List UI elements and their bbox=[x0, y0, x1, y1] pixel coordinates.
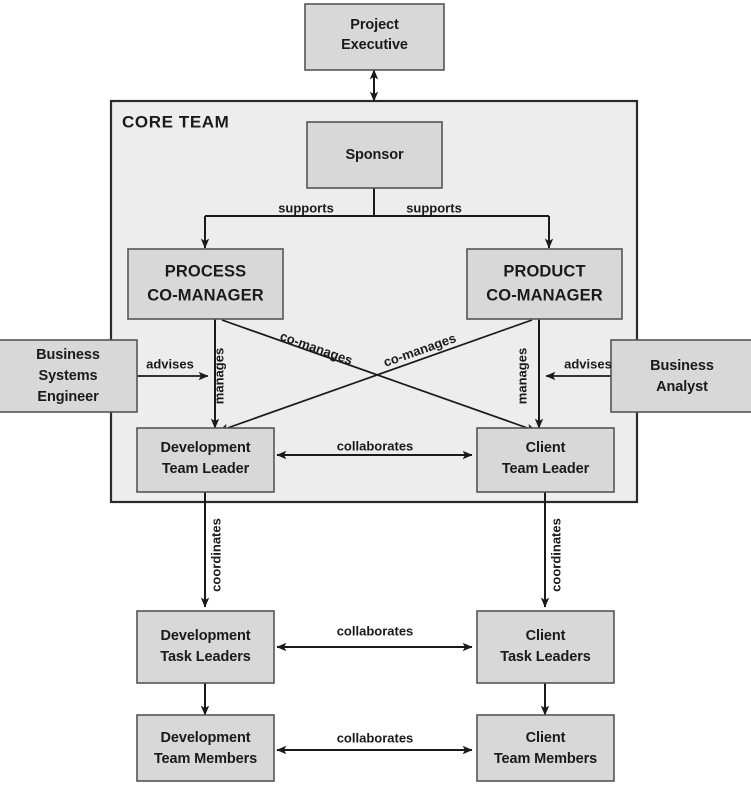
client-task-leaders-label-line2: Task Leaders bbox=[500, 649, 590, 665]
business-analyst-box[interactable] bbox=[610, 339, 751, 413]
edge-label-coordinates-right: coordinates bbox=[548, 518, 563, 592]
core-team-panel-title: CORE TEAM bbox=[122, 112, 229, 131]
development-task-leaders-label-line2: Task Leaders bbox=[160, 649, 250, 665]
development-team-members-label-line2: Team Members bbox=[154, 751, 257, 767]
node-business-systems-engineer[interactable]: Business Systems Engineer bbox=[0, 339, 138, 413]
edge-label-collaborates-leaders: collaborates bbox=[337, 438, 414, 453]
business-systems-engineer-box[interactable] bbox=[0, 339, 138, 413]
edge-label-supports-left: supports bbox=[278, 200, 334, 215]
edge-label-coordinates-left: coordinates bbox=[208, 518, 223, 592]
business-systems-engineer-label-line2: Systems bbox=[39, 368, 98, 384]
product-co-manager-box[interactable] bbox=[466, 248, 623, 320]
node-process-co-manager[interactable]: PROCESS CO-MANAGER bbox=[127, 248, 284, 320]
edge-label-collaborates-task-leaders: collaborates bbox=[337, 623, 414, 638]
business-systems-engineer-label-line1: Business bbox=[36, 347, 100, 363]
edge-label-advises-right: advises bbox=[564, 356, 612, 371]
business-analyst-label-line2: Analyst bbox=[656, 379, 708, 395]
project-executive-box[interactable] bbox=[304, 3, 445, 71]
node-project-executive[interactable]: Project Executive bbox=[304, 3, 445, 71]
connector-process-comanages-clientleader bbox=[221, 319, 537, 432]
client-team-members-label-line2: Team Members bbox=[494, 751, 597, 767]
development-team-members-box[interactable] bbox=[136, 714, 275, 782]
connector-comanages-down-right bbox=[221, 319, 537, 432]
product-co-manager-label-line1: PRODUCT bbox=[503, 262, 585, 280]
product-co-manager-label-line2: CO-MANAGER bbox=[486, 286, 603, 304]
node-development-team-leader[interactable]: Development Team Leader bbox=[136, 427, 275, 493]
process-co-manager-label-line1: PROCESS bbox=[165, 262, 246, 280]
client-team-leader-label-line1: Client bbox=[526, 440, 566, 456]
node-product-co-manager[interactable]: PRODUCT CO-MANAGER bbox=[466, 248, 623, 320]
client-team-leader-label-line2: Team Leader bbox=[502, 461, 590, 477]
node-development-team-members[interactable]: Development Team Members bbox=[136, 714, 275, 782]
sponsor-label: Sponsor bbox=[345, 147, 404, 163]
client-team-leader-box[interactable] bbox=[476, 427, 615, 493]
client-task-leaders-box[interactable] bbox=[476, 610, 615, 684]
connector-comanages-down-left bbox=[218, 319, 533, 432]
business-analyst-label-line1: Business bbox=[650, 358, 714, 374]
sponsor-box[interactable] bbox=[306, 121, 443, 189]
development-team-leader-label-line2: Team Leader bbox=[162, 461, 250, 477]
client-team-members-label-line1: Client bbox=[526, 730, 566, 746]
node-sponsor[interactable]: Sponsor bbox=[306, 121, 443, 189]
development-team-members-label-line1: Development bbox=[161, 730, 251, 746]
client-team-members-box[interactable] bbox=[476, 714, 615, 782]
node-business-analyst[interactable]: Business Analyst bbox=[610, 339, 751, 413]
client-task-leaders-label-line1: Client bbox=[526, 628, 566, 644]
project-executive-label-line2: Executive bbox=[341, 37, 408, 53]
development-team-leader-box[interactable] bbox=[136, 427, 275, 493]
node-client-team-leader[interactable]: Client Team Leader bbox=[476, 427, 615, 493]
process-co-manager-label-line2: CO-MANAGER bbox=[147, 286, 264, 304]
edge-label-supports-right: supports bbox=[406, 200, 462, 215]
node-client-task-leaders[interactable]: Client Task Leaders bbox=[476, 610, 615, 684]
edge-label-manages-left: manages bbox=[211, 348, 226, 404]
development-task-leaders-label-line1: Development bbox=[161, 628, 251, 644]
connector-sponsor-bracket bbox=[200, 188, 554, 249]
business-systems-engineer-label-line3: Engineer bbox=[37, 389, 99, 405]
node-development-task-leaders[interactable]: Development Task Leaders bbox=[136, 610, 275, 684]
project-executive-label-line1: Project bbox=[350, 17, 399, 33]
process-co-manager-box[interactable] bbox=[127, 248, 284, 320]
edge-label-manages-right: manages bbox=[514, 348, 529, 404]
node-client-team-members[interactable]: Client Team Members bbox=[476, 714, 615, 782]
development-task-leaders-box[interactable] bbox=[136, 610, 275, 684]
connector-product-comanages-devleader bbox=[218, 319, 533, 432]
development-team-leader-label-line1: Development bbox=[161, 440, 251, 456]
edge-label-advises-left: advises bbox=[146, 356, 194, 371]
edge-label-collaborates-team-members: collaborates bbox=[337, 730, 414, 745]
